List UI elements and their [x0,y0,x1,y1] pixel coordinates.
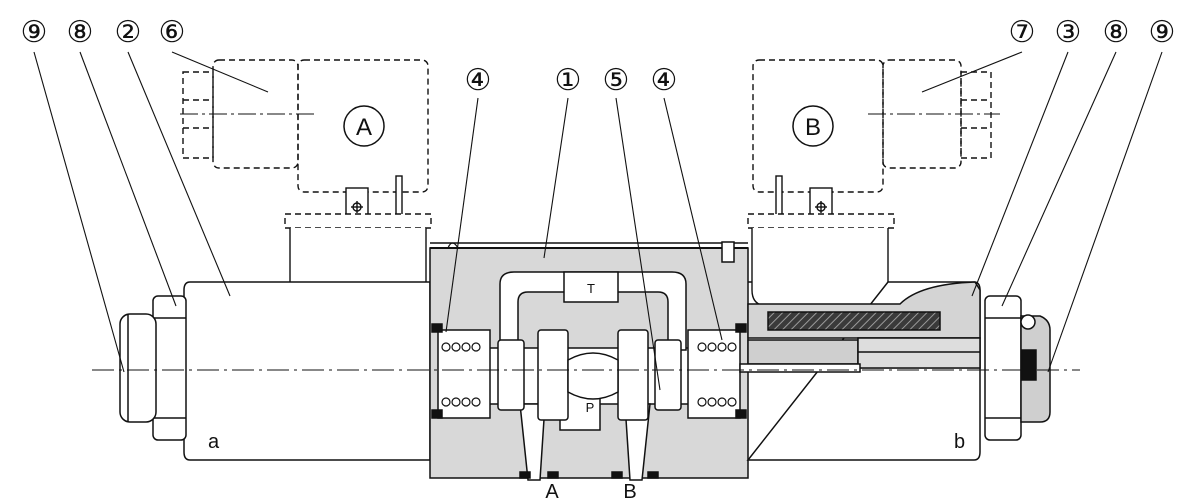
solenoid-a [180,59,432,307]
callout-9-left: ⑨ [21,16,48,49]
solenoid-label-b: B [792,105,834,147]
solenoid-tube-a [183,281,431,461]
callouts-center: ④ ① ⑤ ④ [465,64,678,97]
side-label-a: a [208,431,220,453]
solenoid-tube-b [739,281,981,461]
callout-2: ② [115,16,142,49]
connector-plug-b [960,71,992,159]
callout-5: ⑤ [603,64,630,97]
callout-4-left: ④ [465,64,492,97]
port-t-label: T [587,281,595,296]
port-p-label: P [586,400,595,415]
callout-9-right: ⑨ [1149,16,1176,49]
port-b-label: B [623,481,636,502]
valve-body [429,241,749,481]
callouts-right: ⑦ ③ ⑧ ⑨ [1009,16,1176,49]
callout-8-right: ⑧ [1103,16,1130,49]
lock-nut-right [984,295,1051,441]
connector-plug-a [182,71,214,159]
callout-7: ⑦ [1009,16,1036,49]
callout-3: ③ [1055,16,1082,49]
leader-lines [33,51,1163,391]
callout-1: ① [555,64,582,97]
svg-text:A: A [356,114,372,141]
callouts-left: ⑨ ⑧ ② ⑥ [21,16,186,49]
lock-nut-left [119,295,187,441]
solenoid-b [747,59,1000,307]
solenoid-label-a: A [343,105,385,147]
port-a-label: A [545,481,559,502]
coil-winding [767,311,941,331]
callout-8-left: ⑧ [67,16,94,49]
svg-text:B: B [805,114,821,141]
callout-4-right: ④ [651,64,678,97]
callout-6: ⑥ [159,16,186,49]
side-label-b: b [954,431,965,453]
